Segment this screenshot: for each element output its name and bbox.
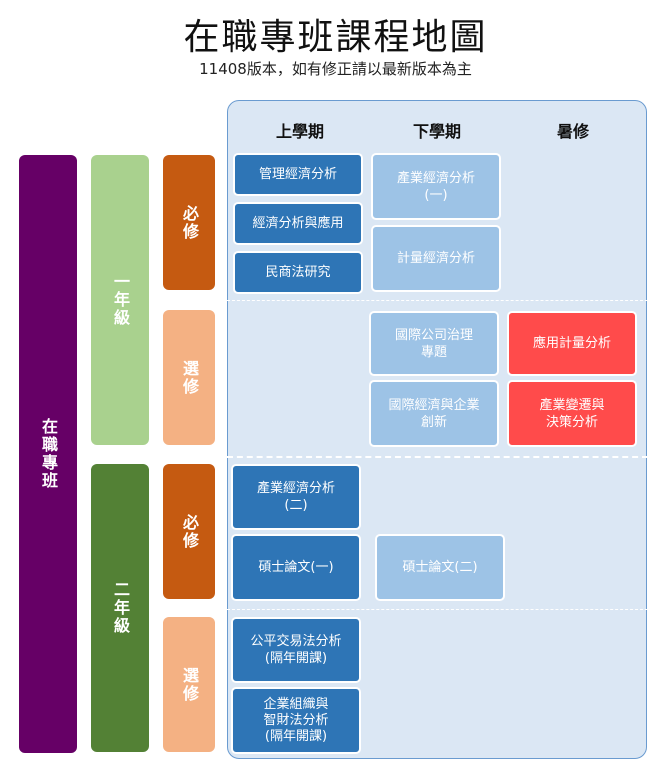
course-box: 應用計量分析 <box>507 311 637 376</box>
y2-required-text: 必修 <box>180 513 199 550</box>
course-box: 國際公司治理 專題 <box>369 311 499 376</box>
course-box: 民商法研究 <box>233 251 363 294</box>
program-label: 在職專班 <box>19 155 77 753</box>
course-box: 產業經濟分析 (二) <box>231 464 361 530</box>
course-box: 經濟分析與應用 <box>233 202 363 245</box>
course-box: 管理經濟分析 <box>233 153 363 196</box>
year-1-text: 一年級 <box>111 273 130 327</box>
column-header-spring: 下學期 <box>412 122 461 141</box>
course-box: 公平交易法分析 (隔年開課) <box>231 617 361 683</box>
program-label-text: 在職專班 <box>39 418 58 490</box>
course-box: 計量經濟分析 <box>371 225 501 292</box>
divider-year <box>227 456 648 458</box>
course-box: 國際經濟與企業 創新 <box>369 380 499 447</box>
divider-y2-required-elective <box>227 609 648 610</box>
page-title: 在職專班課程地圖 <box>183 17 488 58</box>
y1-elective-label: 選修 <box>163 310 215 445</box>
course-box: 企業組織與 智財法分析 (隔年開課) <box>231 687 361 754</box>
divider-y1-required-elective <box>227 300 648 301</box>
y1-elective-text: 選修 <box>180 359 199 396</box>
column-header-summer: 暑修 <box>556 122 589 141</box>
course-box: 產業經濟分析 (一) <box>371 153 501 220</box>
y1-required-label: 必修 <box>163 155 215 290</box>
y2-required-label: 必修 <box>163 464 215 599</box>
page-subtitle: 11408版本，如有修正請以最新版本為主 <box>199 60 472 78</box>
y2-elective-label: 選修 <box>163 617 215 752</box>
course-box: 碩士論文(二) <box>375 534 505 601</box>
y1-required-text: 必修 <box>180 204 199 241</box>
year-1-label: 一年級 <box>91 155 149 445</box>
course-box: 碩士論文(一) <box>231 534 361 601</box>
y2-elective-text: 選修 <box>180 666 199 703</box>
column-header-fall: 上學期 <box>275 122 324 141</box>
year-2-label: 二年級 <box>91 464 149 752</box>
year-2-text: 二年級 <box>111 581 130 635</box>
course-box: 產業變遷與 決策分析 <box>507 380 637 447</box>
